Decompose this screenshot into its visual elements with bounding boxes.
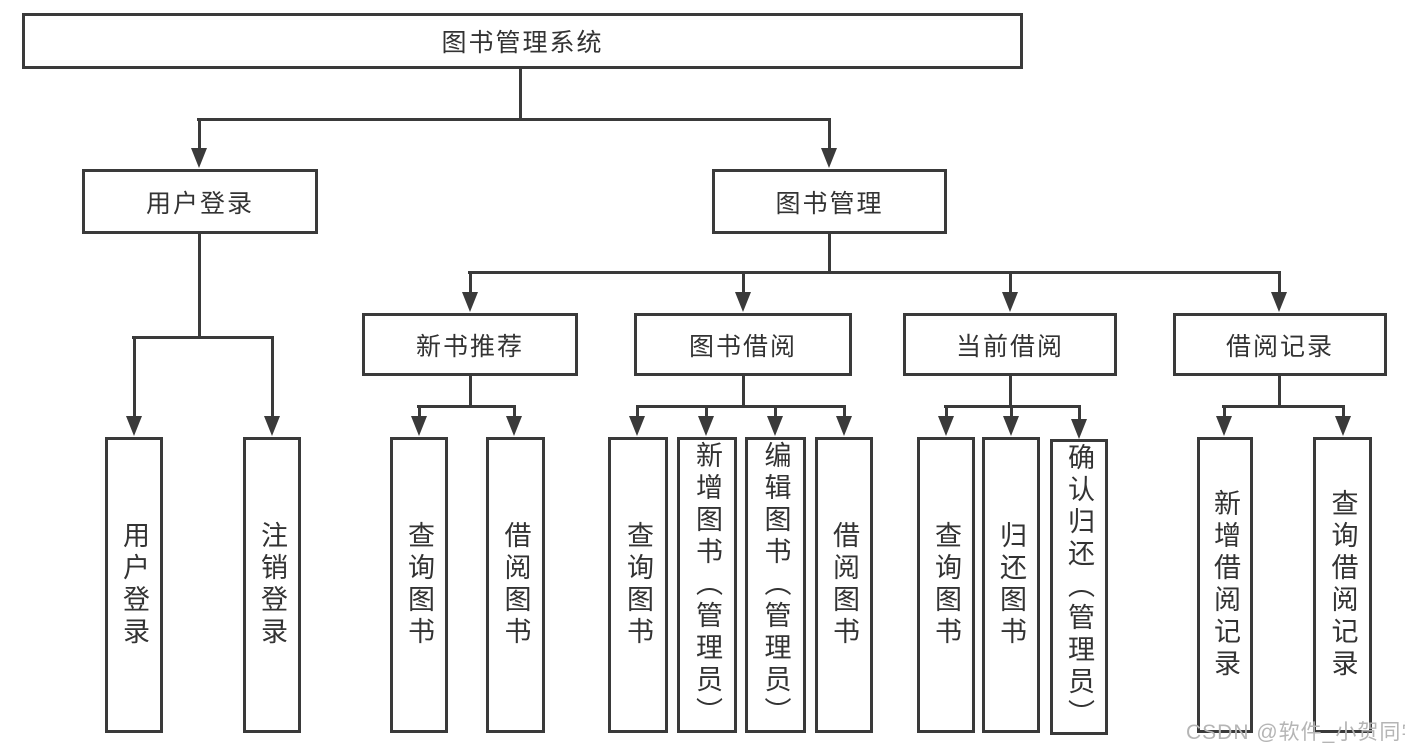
connector-line [742,271,745,295]
arrow-down-icon [698,416,714,436]
node-borrowing-records: 借阅记录 [1173,313,1387,376]
connector-line [1009,271,1012,295]
arrow-down-icon [1002,292,1018,312]
node-current-borrowing: 当前借阅 [903,313,1117,376]
leaf-query-book-2: 查询图书 [608,437,668,733]
connector-line [1278,376,1281,408]
connector-line [1223,405,1226,419]
connector-line [513,405,516,419]
connector-line [1078,405,1081,421]
leaf-query-book-1: 查询图书 [390,437,448,733]
connector-line [636,405,846,408]
leaf-confirm-return-admin: 确认归还（管理员） [1050,439,1108,735]
connector-line [132,336,273,339]
connector-line [1278,271,1281,295]
arrow-down-icon [264,416,280,436]
arrow-down-icon [1071,419,1087,439]
leaf-return-book: 归还图书 [982,437,1040,733]
connector-line [1010,405,1013,419]
connector-line [417,405,516,408]
arrow-down-icon [767,416,783,436]
arrow-down-icon [1216,416,1232,436]
connector-line [945,405,948,419]
arrow-down-icon [462,292,478,312]
node-root-system: 图书管理系统 [22,13,1023,69]
connector-line [774,405,777,419]
connector-line [1222,405,1345,408]
leaf-query-borrow-record: 查询借阅记录 [1313,437,1372,733]
connector-line [469,376,472,408]
connector-line [705,405,708,419]
arrow-down-icon [1335,416,1351,436]
arrow-down-icon [126,416,142,436]
arrow-down-icon [629,416,645,436]
leaf-query-book-3: 查询图书 [917,437,975,733]
connector-line [197,118,830,121]
arrow-down-icon [1003,416,1019,436]
connector-line [418,405,421,419]
csdn-watermark: CSDN @软件_小贺同学 [1186,721,1405,744]
connector-line [828,234,831,274]
leaf-user-login: 用户登录 [105,437,163,733]
connector-line [198,118,201,151]
node-new-book-recommend: 新书推荐 [362,313,578,376]
arrow-down-icon [735,292,751,312]
leaf-borrow-book-1: 借阅图书 [486,437,545,733]
connector-line [828,118,831,151]
connector-line [742,376,745,408]
connector-line [1009,376,1012,408]
connector-line [198,233,201,339]
leaf-add-book-admin: 新增图书（管理员） [677,437,737,733]
connector-line [519,69,522,121]
arrow-down-icon [821,148,837,168]
leaf-borrow-book-2: 借阅图书 [815,437,873,733]
connector-line [469,271,472,295]
leaf-add-borrow-record: 新增借阅记录 [1197,437,1253,733]
leaf-edit-book-admin: 编辑图书（管理员） [745,437,806,733]
arrow-down-icon [411,416,427,436]
connector-line [271,336,274,418]
arrow-down-icon [191,148,207,168]
arrow-down-icon [836,416,852,436]
node-book-borrowing: 图书借阅 [634,313,852,376]
arrow-down-icon [1271,292,1287,312]
connector-line [133,336,136,418]
connector-line [636,405,639,419]
arrow-down-icon [938,416,954,436]
leaf-logout: 注销登录 [243,437,301,733]
arrow-down-icon [506,416,522,436]
node-book-management: 图书管理 [712,169,947,234]
node-user-login: 用户登录 [82,169,318,234]
connector-line [468,271,1281,274]
connector-line [1342,405,1345,419]
connector-line [843,405,846,419]
